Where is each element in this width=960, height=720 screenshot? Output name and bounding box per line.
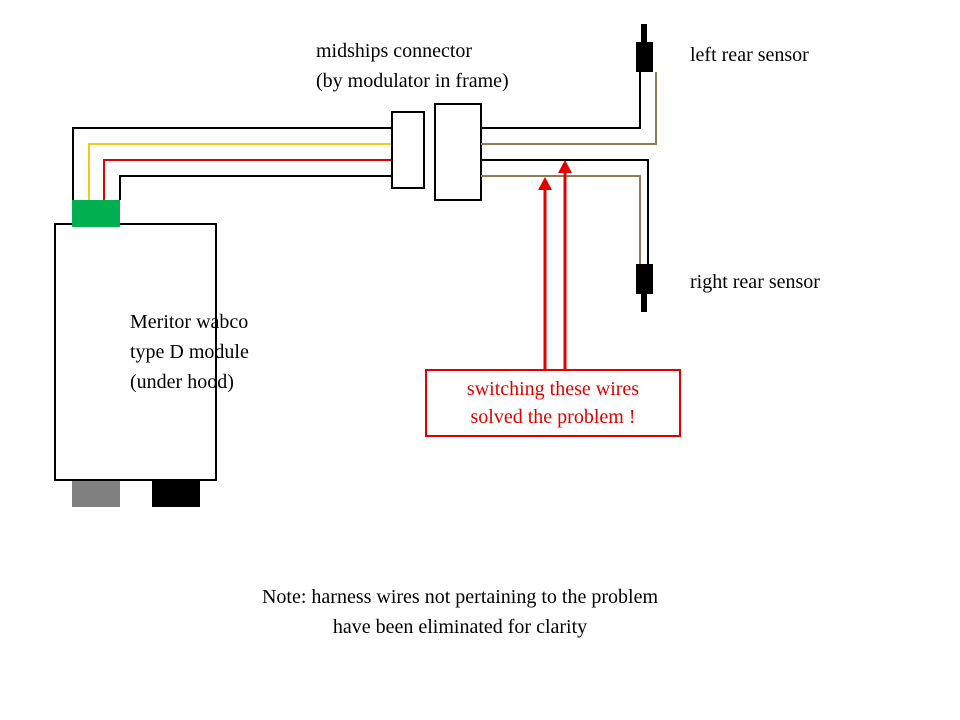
callout-line2: solved the problem !	[470, 406, 636, 428]
wire-red	[103, 159, 392, 200]
footnote-line2: have been eliminated for clarity	[332, 616, 588, 638]
footnote-line1: Note: harness wires not pertaining to th…	[261, 586, 658, 608]
midships-connector-label: midships connector (by modulator in fram…	[316, 36, 509, 96]
module-label: Meritor wabco type D module (under hood)	[130, 307, 249, 397]
module-gray-plug	[72, 481, 120, 507]
connector-label-line2: (by modulator in frame)	[316, 70, 509, 92]
left-rear-sensor-label: left rear sensor	[690, 44, 809, 66]
module-green-plug	[72, 200, 120, 227]
footnote: Note: harness wires not pertaining to th…	[180, 582, 740, 642]
wire-yellow	[88, 143, 392, 200]
callout-box: switching these wires solved the problem…	[425, 369, 681, 437]
wire-right-sensor-tan	[481, 175, 641, 264]
callout-line1: switching these wires	[466, 378, 640, 400]
module-body	[54, 223, 217, 481]
module-black-plug	[152, 481, 200, 507]
wire-left-sensor-black	[481, 72, 641, 129]
wire-black-inner	[119, 175, 392, 200]
wire-black-outer	[72, 127, 392, 200]
right-rear-sensor	[636, 264, 653, 312]
right-rear-sensor-label: right rear sensor	[690, 271, 820, 293]
module-label-line2: type D module	[130, 341, 249, 363]
callout-arrows	[538, 160, 572, 369]
module-label-line3: (under hood)	[130, 371, 234, 393]
midships-connector-right-half	[434, 103, 482, 201]
left-rear-sensor	[636, 24, 653, 72]
midships-connector-left-half	[391, 111, 425, 189]
sensor-wires	[481, 72, 657, 264]
module-harness-wires	[72, 127, 392, 200]
module-label-line1: Meritor wabco	[130, 311, 249, 333]
connector-label-line1: midships connector	[316, 40, 473, 62]
wire-right-sensor-black	[481, 159, 649, 264]
wire-left-sensor-tan	[481, 72, 657, 145]
